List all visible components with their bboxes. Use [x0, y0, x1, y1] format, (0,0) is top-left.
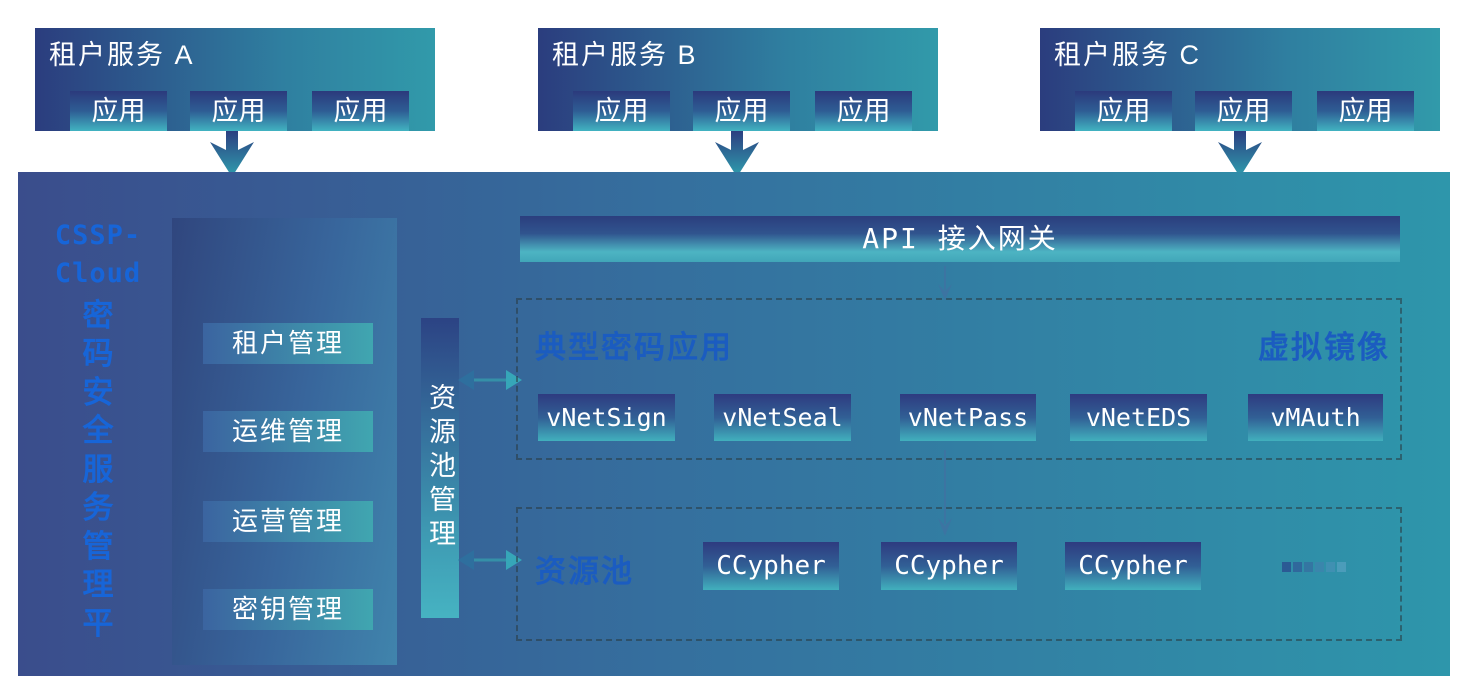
platform-title-line: 码 [82, 336, 114, 372]
key-management-box: 密钥管理 [203, 589, 373, 630]
down-arrow-icon [715, 131, 759, 177]
down-arrow-icon [210, 131, 254, 177]
ops-maintenance-management-box: 运维管理 [203, 411, 373, 452]
ellipsis-dots [1282, 562, 1346, 572]
tenant-b-app-box: 应用 [815, 91, 912, 131]
tenant-c-app-box: 应用 [1317, 91, 1414, 131]
platform-title-line: 管 [82, 528, 114, 564]
bidirectional-arrow-icon [458, 550, 522, 570]
crypto-apps-dashed-region [516, 298, 1402, 460]
platform-title-line: 理 [82, 567, 114, 603]
platform-title-line: CSSP- [54, 219, 142, 251]
vneteds-box: vNetEDS [1070, 394, 1207, 441]
ellipsis-dot [1304, 562, 1313, 572]
tenant-service-c-box: 租户服务 C 应用 应用 应用 [1040, 28, 1440, 131]
vmauth-box: vMAuth [1248, 394, 1383, 441]
ccypher-box: CCypher [703, 542, 839, 590]
ellipsis-dot [1282, 562, 1291, 572]
typical-crypto-apps-label: 典型密码应用 [535, 330, 733, 365]
tenant-b-app-box: 应用 [573, 91, 670, 131]
bidirectional-arrow-icon [458, 370, 522, 390]
platform-title-line: 务 [82, 490, 114, 526]
tenant-service-a-box: 租户服务 A 应用 应用 应用 [35, 28, 435, 131]
ellipsis-dot [1315, 562, 1324, 572]
ccypher-box: CCypher [881, 542, 1017, 590]
vnetsign-box: vNetSign [538, 394, 675, 441]
down-arrow-icon [1218, 131, 1262, 177]
tenant-service-c-title: 租户服务 C [1054, 40, 1201, 70]
tenant-b-app-box: 应用 [693, 91, 790, 131]
tenant-management-box: 租户管理 [203, 323, 373, 364]
vnetpass-box: vNetPass [900, 394, 1036, 441]
platform-title-line: 全 [82, 413, 114, 449]
down-connector-arrow-icon [938, 450, 952, 536]
ellipsis-dot [1337, 562, 1346, 572]
down-connector-arrow-icon [938, 266, 952, 300]
platform-title: CSSP- Cloud 密 码 安 全 服 务 管 理 平 [44, 216, 152, 641]
vnetseal-box: vNetSeal [714, 394, 851, 441]
platform-title-line: 安 [82, 374, 114, 410]
tenant-c-app-box: 应用 [1075, 91, 1172, 131]
resource-pool-management-label: 资源池管理 [425, 383, 455, 553]
ellipsis-dot [1293, 562, 1302, 572]
tenant-a-app-box: 应用 [70, 91, 167, 131]
platform-title-line: 平 [82, 605, 114, 641]
tenant-service-b-box: 租户服务 B 应用 应用 应用 [538, 28, 938, 131]
tenant-a-app-box: 应用 [312, 91, 409, 131]
virtual-mirror-label: 虚拟镜像 [1258, 330, 1390, 365]
tenant-a-app-box: 应用 [190, 91, 287, 131]
platform-title-line: 密 [82, 297, 114, 333]
tenant-c-app-box: 应用 [1195, 91, 1292, 131]
tenant-service-a-title: 租户服务 A [49, 40, 195, 70]
operation-management-box: 运营管理 [203, 501, 373, 542]
resource-pool-management-bar: 资源池管理 [421, 318, 459, 618]
resource-pool-dashed-region [516, 507, 1402, 641]
tenant-service-b-title: 租户服务 B [552, 40, 698, 70]
platform-title-line: Cloud [54, 258, 142, 290]
api-gateway-bar: API 接入网关 [520, 216, 1400, 262]
ccypher-box: CCypher [1065, 542, 1201, 590]
ellipsis-dot [1326, 562, 1335, 572]
resource-pool-label: 资源池 [535, 554, 634, 589]
platform-title-line: 服 [82, 451, 114, 487]
